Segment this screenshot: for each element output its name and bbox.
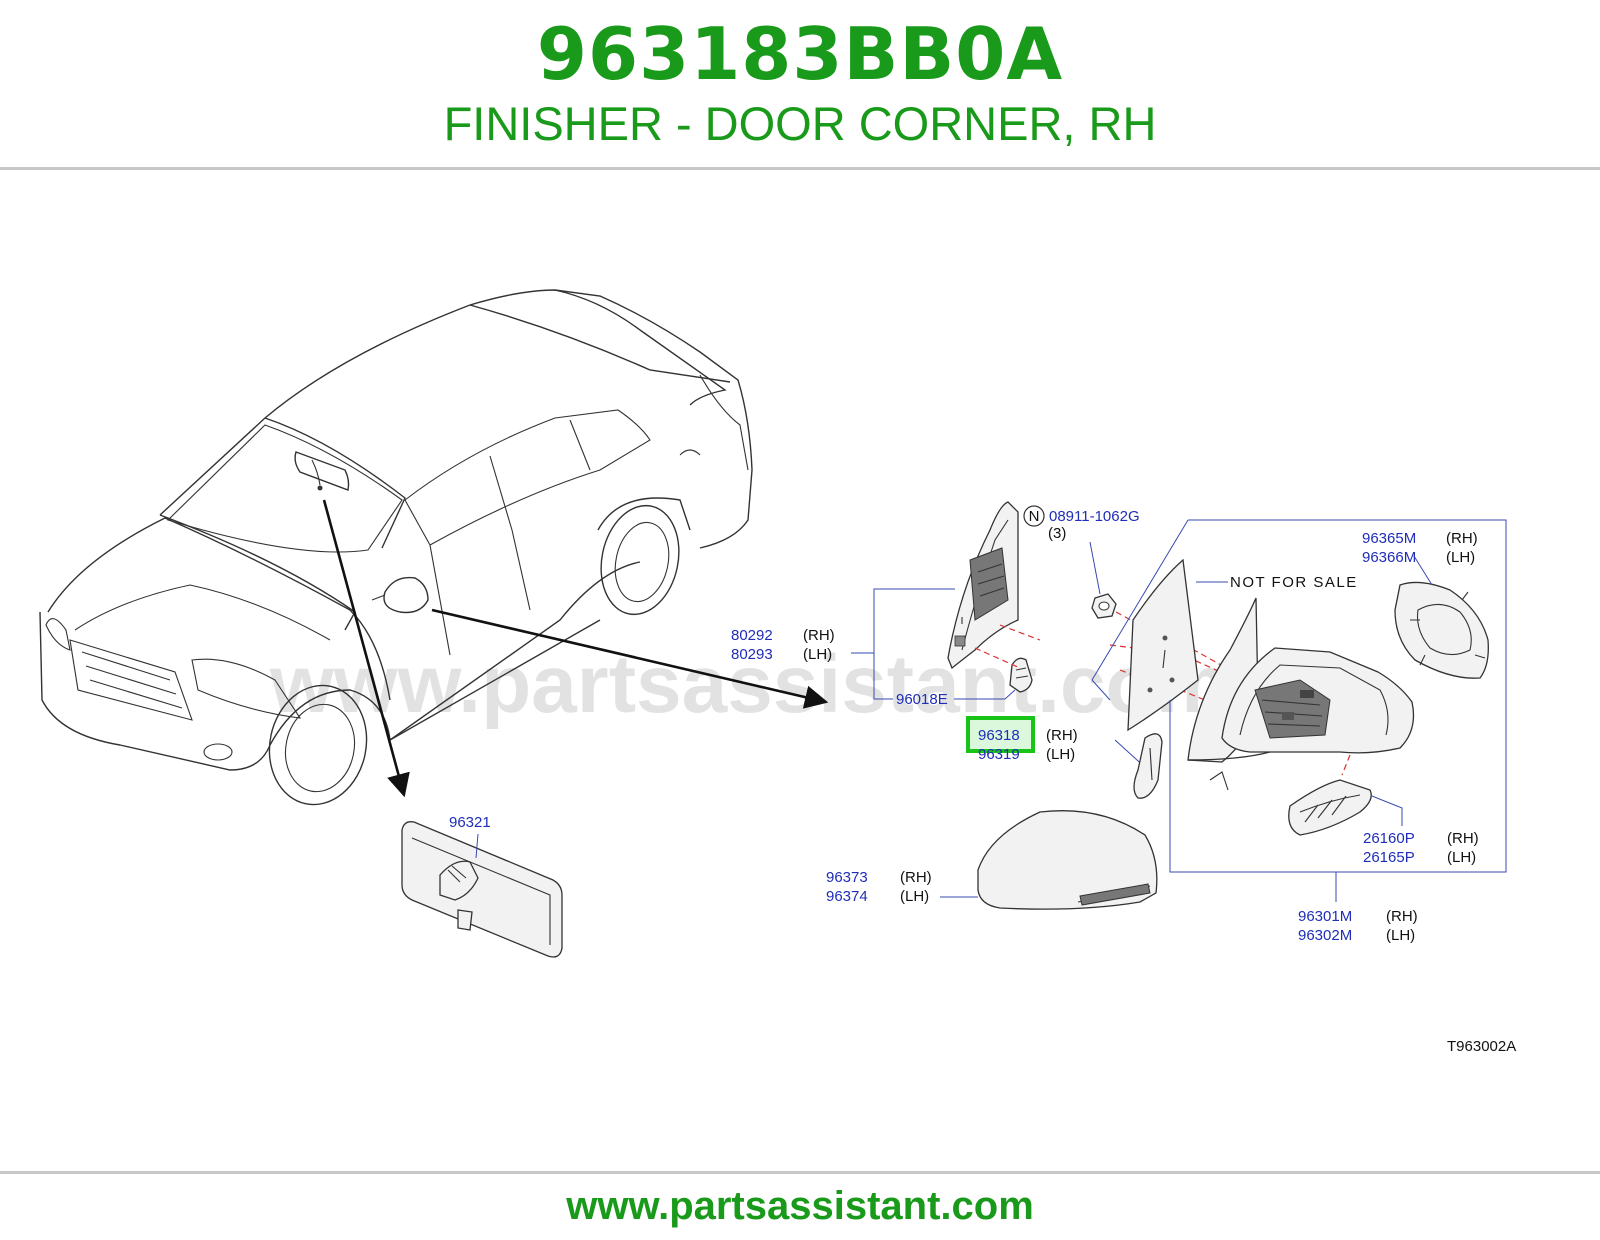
part-number-title: 963183BB0A bbox=[536, 12, 1064, 96]
part-description: FINISHER - DOOR CORNER, RH bbox=[443, 97, 1157, 150]
callout-96366m[interactable]: 96366M bbox=[1362, 549, 1416, 566]
highlight-box bbox=[966, 716, 1035, 753]
callout-96319[interactable]: 96319 bbox=[978, 746, 1020, 763]
callout-96365m[interactable]: 96365M bbox=[1362, 530, 1416, 547]
side-lh-96319: (LH) bbox=[1046, 746, 1075, 763]
side-lh-96302m: (LH) bbox=[1386, 927, 1415, 944]
mirror-housing-part bbox=[1187, 597, 1415, 791]
assembly-bracket bbox=[1169, 519, 1507, 873]
parts-diagram: www.partsassistant.com bbox=[39, 289, 1516, 1055]
side-lh-26165p: (LH) bbox=[1447, 849, 1476, 866]
mirror-glass-part bbox=[1127, 558, 1199, 732]
side-rh-80292: (RH) bbox=[803, 627, 835, 644]
side-rh-96318: (RH) bbox=[1046, 727, 1078, 744]
side-lh-96366m: (LH) bbox=[1446, 549, 1475, 566]
side-rh-96365m: (RH) bbox=[1446, 530, 1478, 547]
inner-mirror-part bbox=[401, 821, 563, 958]
footer-site-link[interactable]: www.partsassistant.com bbox=[566, 1184, 1034, 1228]
side-rh-96373: (RH) bbox=[900, 869, 932, 886]
side-lh-96374: (LH) bbox=[900, 888, 929, 905]
callout-96318[interactable]: 96318 bbox=[978, 727, 1020, 744]
outer-glass-part bbox=[1394, 581, 1489, 679]
door-corner-finisher-part bbox=[1133, 733, 1163, 799]
callout-80292[interactable]: 80292 bbox=[731, 627, 773, 644]
callout-08911[interactable]: 08911-1062G bbox=[1049, 508, 1140, 525]
callout-96302m[interactable]: 96302M bbox=[1298, 927, 1352, 944]
arrow-to-inner-mirror bbox=[322, 499, 410, 798]
side-lh-80293: (LH) bbox=[803, 646, 832, 663]
mirror-cover-part bbox=[977, 810, 1158, 910]
header: 963183BB0A FINISHER - DOOR CORNER, RH bbox=[0, 0, 1600, 170]
callout-08911-qty: (3) bbox=[1048, 525, 1066, 542]
mirror-base-part bbox=[947, 501, 1019, 670]
car-illustration bbox=[39, 289, 753, 806]
mirror-clip-part bbox=[1009, 657, 1033, 693]
n-badge-icon bbox=[1023, 505, 1045, 527]
callout-26160p[interactable]: 26160P bbox=[1363, 830, 1415, 847]
callout-96018e[interactable]: 96018E bbox=[896, 691, 948, 708]
callout-80293[interactable]: 80293 bbox=[731, 646, 773, 663]
callout-96374[interactable]: 96374 bbox=[826, 888, 868, 905]
arrow-to-door-mirror bbox=[431, 608, 829, 709]
n-badge-label: N bbox=[1029, 508, 1040, 525]
side-rh-26160p: (RH) bbox=[1447, 830, 1479, 847]
callout-26165p[interactable]: 26165P bbox=[1363, 849, 1415, 866]
header-divider bbox=[0, 167, 1600, 170]
turn-signal-part bbox=[1288, 779, 1372, 836]
callout-96373[interactable]: 96373 bbox=[826, 869, 868, 886]
callout-96321[interactable]: 96321 bbox=[449, 814, 491, 831]
footer-divider bbox=[0, 1171, 1600, 1174]
not-for-sale-note: NOT FOR SALE bbox=[1230, 574, 1358, 591]
mirror-nut-part bbox=[1091, 593, 1117, 619]
diagram-code: T963002A bbox=[1447, 1038, 1516, 1055]
side-rh-96301m: (RH) bbox=[1386, 908, 1418, 925]
callout-96301m[interactable]: 96301M bbox=[1298, 908, 1352, 925]
